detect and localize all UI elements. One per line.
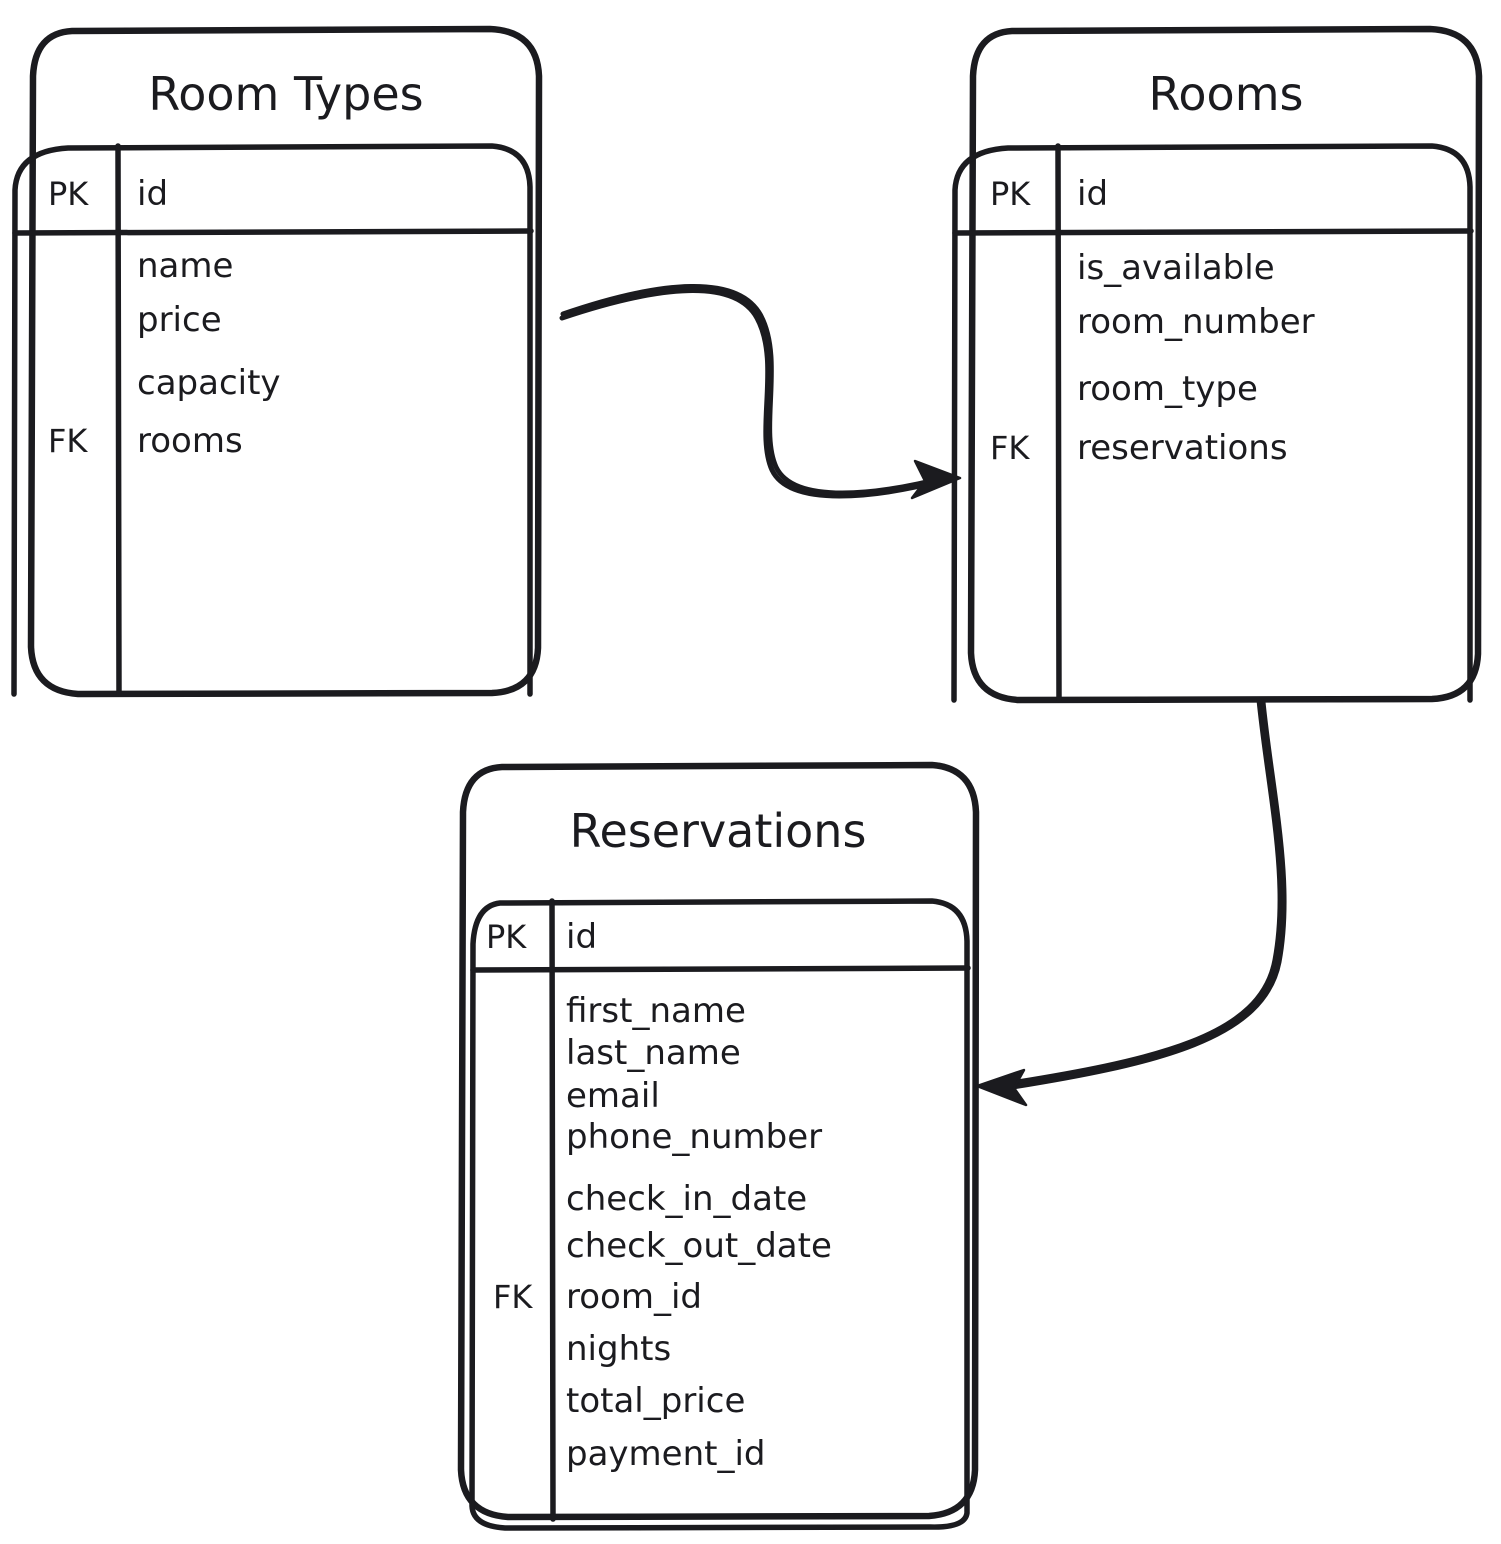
entity-reservations-field: last_name [566, 1033, 741, 1073]
relationship-rooms-to-reservations-arrowhead [975, 1068, 1028, 1107]
entity-reservations-pk-rule [470, 965, 971, 973]
entity-room-types-field: capacity [137, 363, 281, 403]
entity-room-types-pk-rule [12, 228, 534, 236]
entity-rooms-field: is_available [1077, 248, 1275, 288]
entity-room-types-inner-panel [11, 143, 533, 697]
entity-reservations-title: Reservations [570, 804, 867, 858]
entity-rooms-inner-panel [951, 143, 1473, 703]
entity-rooms[interactable]: Rooms PK id FK is_available room_number … [951, 25, 1483, 704]
entity-room-types-field: rooms [137, 421, 243, 461]
entity-reservations-field: room_id [566, 1277, 702, 1317]
entity-reservations-inner-panel [469, 898, 970, 1531]
entity-rooms-outer-box [967, 25, 1483, 704]
entity-rooms-pk-field: id [1077, 174, 1108, 214]
relationship-rooms-to-reservations-line [989, 697, 1283, 1089]
relationship-room-types-to-rooms-arrowhead [910, 459, 962, 500]
relationship-rooms-to-reservations[interactable] [975, 697, 1287, 1107]
entity-reservations-field: check_in_date [566, 1179, 807, 1219]
entity-reservations-outer-box [457, 761, 980, 1521]
relationship-room-types-to-rooms-line [559, 288, 948, 499]
entity-reservations-field: check_out_date [566, 1226, 832, 1266]
entity-room-types-field: price [137, 300, 222, 340]
relationship-room-types-to-rooms[interactable] [559, 284, 962, 500]
entity-room-types-pk-label: PK [48, 175, 89, 213]
entity-reservations-field: phone_number [566, 1117, 822, 1157]
entity-rooms-key-divider [1055, 143, 1062, 703]
entity-rooms-fk-label: FK [990, 429, 1030, 467]
entity-rooms-title: Rooms [1149, 67, 1304, 121]
entity-room-types-title: Room Types [148, 67, 423, 121]
entity-rooms-field: reservations [1077, 428, 1288, 468]
relationship-rooms-to-reservations-line-sketch [991, 699, 1287, 1093]
entity-reservations-field: payment_id [566, 1434, 765, 1474]
entity-rooms-pk-rule [952, 228, 1474, 236]
entity-reservations-pk-field: id [566, 917, 597, 957]
entity-reservations-field: email [566, 1076, 660, 1116]
entity-rooms-pk-label: PK [990, 175, 1031, 213]
entity-reservations-field: nights [566, 1329, 671, 1369]
entity-room-types-fk-label: FK [48, 422, 88, 460]
entity-reservations-fk-label: FK [493, 1278, 533, 1316]
entity-reservations-key-divider [549, 898, 556, 1522]
entity-reservations-field: first_name [566, 991, 746, 1031]
entity-reservations-pk-label: PK [486, 918, 527, 956]
entity-room-types[interactable]: Room Types PK id FK name price capacity … [11, 25, 543, 698]
entity-rooms-field: room_type [1077, 369, 1258, 409]
entity-reservations-field: total_price [566, 1381, 745, 1421]
entity-rooms-field: room_number [1077, 302, 1315, 342]
entity-room-types-field: name [137, 246, 233, 286]
entity-room-types-pk-field: id [137, 174, 168, 214]
entity-room-types-outer-box [27, 25, 543, 698]
entity-reservations[interactable]: Reservations PK id FK first_name last_na… [457, 761, 980, 1531]
entity-room-types-key-divider [115, 143, 122, 697]
relationship-room-types-to-rooms-line-sketch [560, 284, 950, 496]
